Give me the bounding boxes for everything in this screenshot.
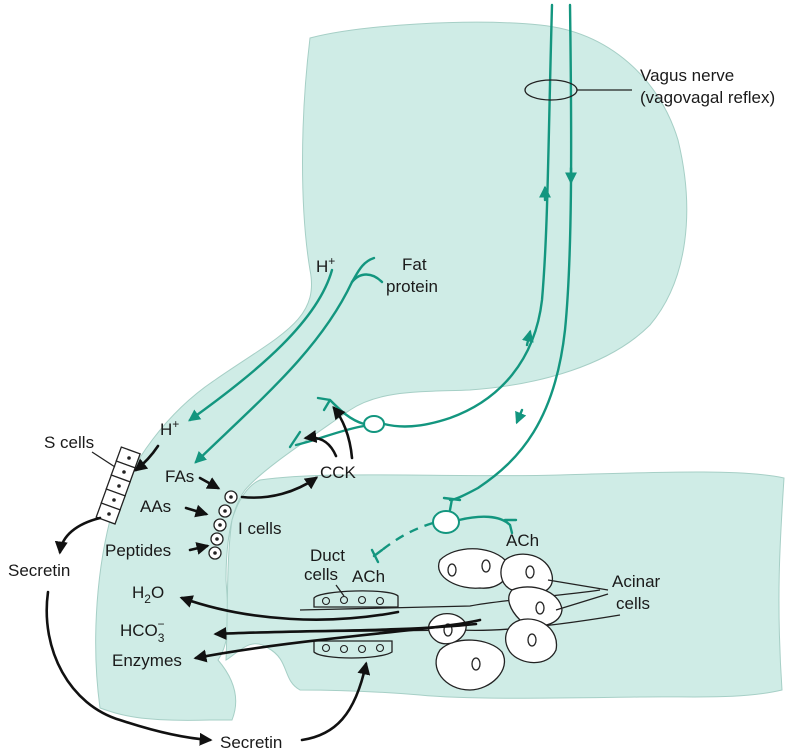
duct-cells-label: cells — [304, 565, 338, 584]
s-cells-label: S cells — [44, 433, 94, 452]
vagus-descending-arrow-2 — [517, 410, 522, 422]
ach-duct-label: ACh — [352, 567, 385, 586]
vagus-nerve-label: Vagus nerve — [640, 66, 734, 85]
peptides-label: Peptides — [105, 541, 171, 560]
duct-label: Duct — [310, 546, 345, 565]
efferent-ganglion — [433, 511, 459, 533]
cck-label: CCK — [320, 463, 357, 482]
s-cells-leader — [92, 452, 115, 467]
afferent-ganglion — [364, 416, 384, 432]
secretin-bottom-label: Secretin — [220, 733, 282, 751]
enzymes-label: Enzymes — [112, 651, 182, 670]
s-cells-to-secretin-arrow — [60, 518, 100, 552]
aas-label: AAs — [140, 497, 171, 516]
i-cells-label: I cells — [238, 519, 281, 538]
fas-label: FAs — [165, 467, 194, 486]
vagovagal-reflex-label: (vagovagal reflex) — [640, 88, 775, 107]
ach-acinar-label: ACh — [506, 531, 539, 550]
acinar-cells-label: cells — [616, 594, 650, 613]
fat-label: Fat — [402, 255, 427, 274]
secretin-left-label: Secretin — [8, 561, 70, 580]
acinar-label: Acinar — [612, 572, 661, 591]
protein-label: protein — [386, 277, 438, 296]
